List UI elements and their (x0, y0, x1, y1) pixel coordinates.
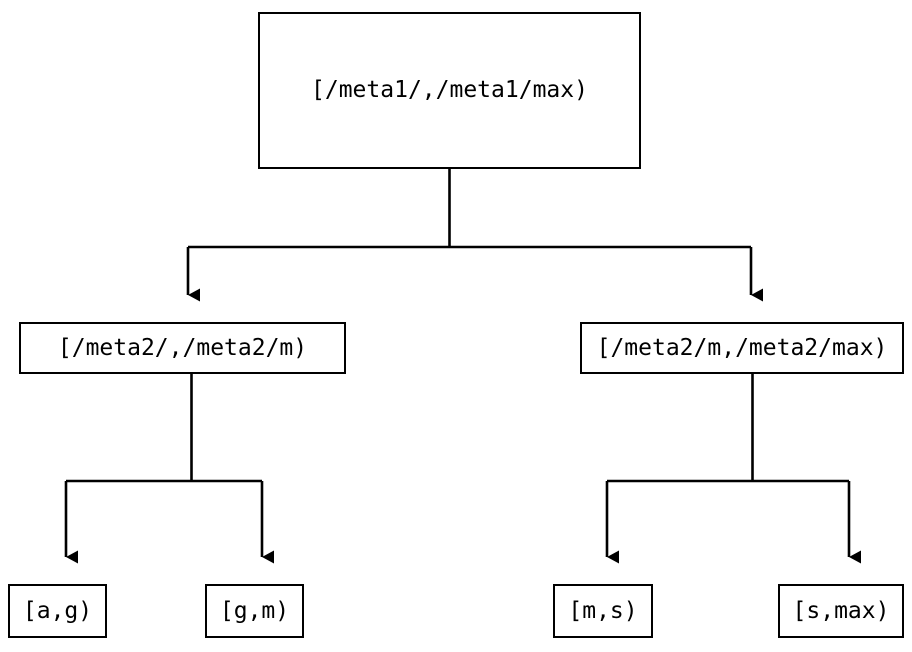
tree-leaf-m-s-label: [m,s) (568, 597, 638, 624)
tree-node-root[interactable]: [/meta1/,/meta1/max) (258, 12, 641, 169)
tree-node-mid-left-label: [/meta2/,/meta2/m) (57, 334, 308, 361)
tree-leaf-g-m-label: [g,m) (219, 597, 290, 624)
tree-node-mid-left[interactable]: [/meta2/,/meta2/m) (19, 322, 346, 374)
tree-leaf-a-g-label: [a,g) (22, 597, 93, 624)
tree-node-mid-right-label: [/meta2/m,/meta2/max) (596, 334, 888, 361)
edge-midright-to-leaves (605, 374, 861, 564)
tree-node-root-label: [/meta1/,/meta1/max) (311, 77, 588, 103)
tree-leaf-a-g[interactable]: [a,g) (8, 584, 107, 638)
tree-leaf-g-m[interactable]: [g,m) (205, 584, 304, 638)
tree-node-mid-right[interactable]: [/meta2/m,/meta2/max) (580, 322, 904, 374)
edge-midleft-to-leaves (64, 374, 274, 564)
tree-leaf-m-s[interactable]: [m,s) (553, 584, 653, 638)
tree-leaf-s-max-label: [s,max) (792, 597, 890, 624)
edge-root-to-midlevel (186, 169, 763, 302)
tree-leaf-s-max[interactable]: [s,max) (778, 584, 904, 638)
